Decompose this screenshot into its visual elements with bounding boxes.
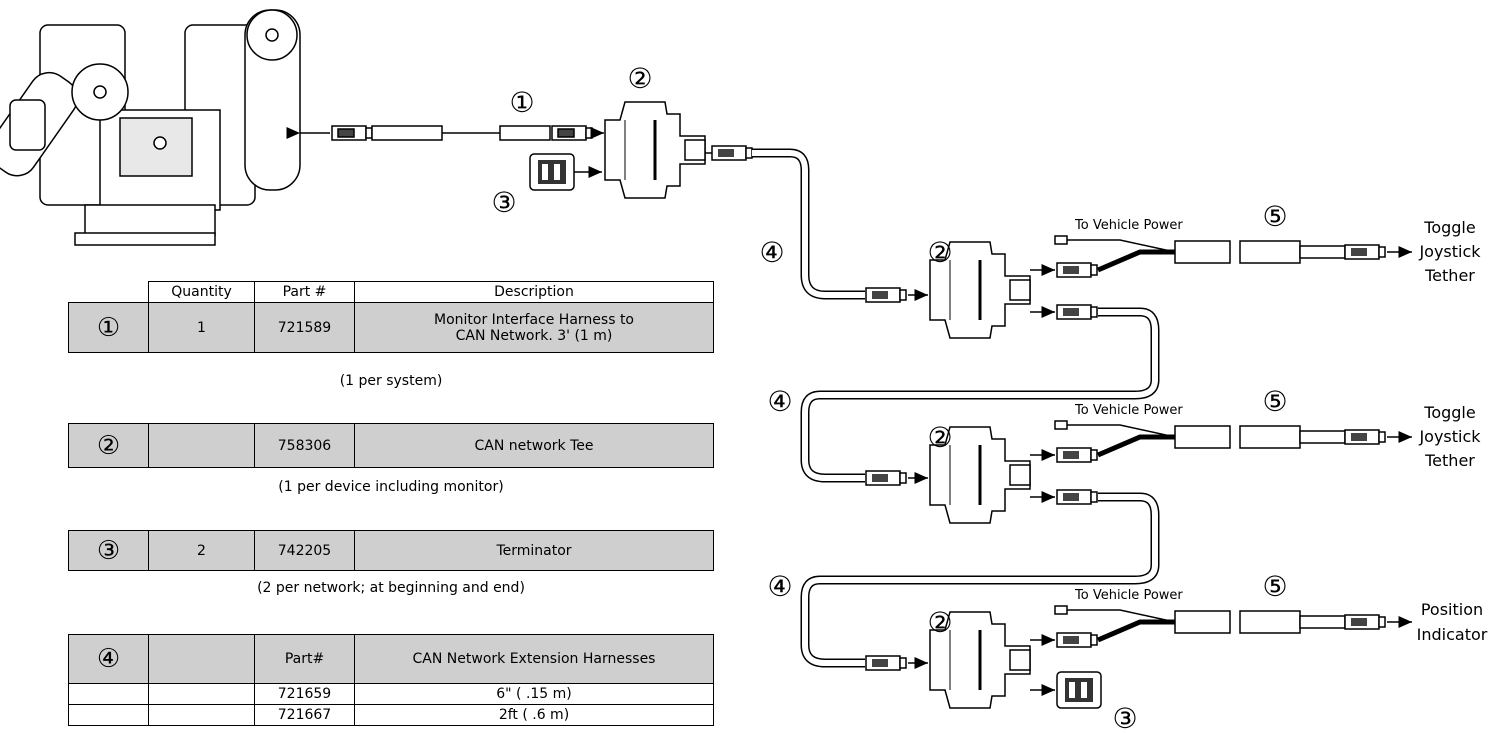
ref-1: ① [68,302,149,353]
label-position: Position [1421,600,1483,619]
monitor-device [0,9,301,246]
table4-row2-desc: 2ft ( .6 m) [354,704,714,726]
qty-3: 2 [148,530,255,571]
table4-row1-qty [148,683,255,705]
callout-5-c: ⑤ [1262,570,1287,603]
callout-3-top: ③ [491,186,516,219]
label-tether-2: Tether [1424,451,1475,470]
terminator-top [529,153,575,191]
ref-3: ③ [68,530,149,571]
callout-2-a: ② [927,236,952,269]
label-joystick-1: Joystick [1418,242,1481,261]
part-1: 721589 [254,302,355,353]
vehicle-power-label-3: To Vehicle Power [1074,588,1183,603]
label-joystick-2: Joystick [1418,427,1481,446]
header-description: Description [354,281,714,303]
callout-5-a: ⑤ [1262,200,1287,233]
terminator-bottom [1056,671,1102,709]
tee-top [603,100,707,200]
desc-1-line2: CAN Network. 3' (1 m) [455,327,613,344]
ref-4: ④ [68,634,149,684]
qty-2 [148,423,255,468]
header-blank [68,281,149,303]
callout-5-b: ⑤ [1262,385,1287,418]
desc-header-4: CAN Network Extension Harnesses [354,634,714,684]
callout-4-a: ④ [759,236,784,269]
qty-1: 1 [148,302,255,353]
table4-row1-ref [68,683,149,705]
table4-row1-desc: 6" ( .15 m) [354,683,714,705]
callout-2-top: ② [627,62,652,95]
note-3: (2 per network; at beginning and end) [257,580,525,596]
parts-table-1: Quantity Part # Description ① 1 721589 M… [68,281,714,353]
label-tether-1: Tether [1424,266,1475,285]
label-toggle-1: Toggle [1423,218,1475,237]
vehicle-power-label-2: To Vehicle Power [1074,403,1183,418]
note-1: (1 per system) [339,373,443,389]
table4-row2-part: 721667 [254,704,355,726]
table4-row2-ref [68,704,149,726]
ref-2: ② [68,423,149,468]
callout-2-b: ② [927,421,952,454]
parts-table-2: ② 758306 CAN network Tee [68,423,714,468]
part-header-4: Part# [254,634,355,684]
extension-cable-1 [752,148,865,300]
callout-3-bottom: ③ [1112,702,1137,733]
label-indicator: Indicator [1417,625,1488,644]
callout-4-b: ④ [767,385,792,418]
parts-table-4: ④ Part# CAN Network Extension Harnesses … [68,634,714,726]
part-2: 758306 [254,423,355,468]
table4-row2-qty [148,704,255,726]
callout-2-c: ② [927,606,952,639]
part-3: 742205 [254,530,355,571]
desc-1-line1: Monitor Interface Harness to [434,311,634,328]
connector-top [711,145,753,161]
qty-4 [148,634,255,684]
desc-2: CAN network Tee [354,423,714,468]
desc-3: Terminator [354,530,714,571]
connector-row1 [865,287,907,303]
table4-row1-part: 721659 [254,683,355,705]
callout-4-c: ④ [767,570,792,603]
header-part: Part # [254,281,355,303]
label-toggle-2: Toggle [1423,403,1475,422]
vehicle-power-label-1: To Vehicle Power [1074,218,1183,233]
desc-1: Monitor Interface Harness to CAN Network… [354,302,714,353]
header-quantity: Quantity [148,281,255,303]
parts-table-3: ③ 2 742205 Terminator [68,530,714,571]
note-2: (1 per device including monitor) [278,479,504,495]
callout-1-top: ① [509,86,534,119]
harness-1 [286,125,604,141]
